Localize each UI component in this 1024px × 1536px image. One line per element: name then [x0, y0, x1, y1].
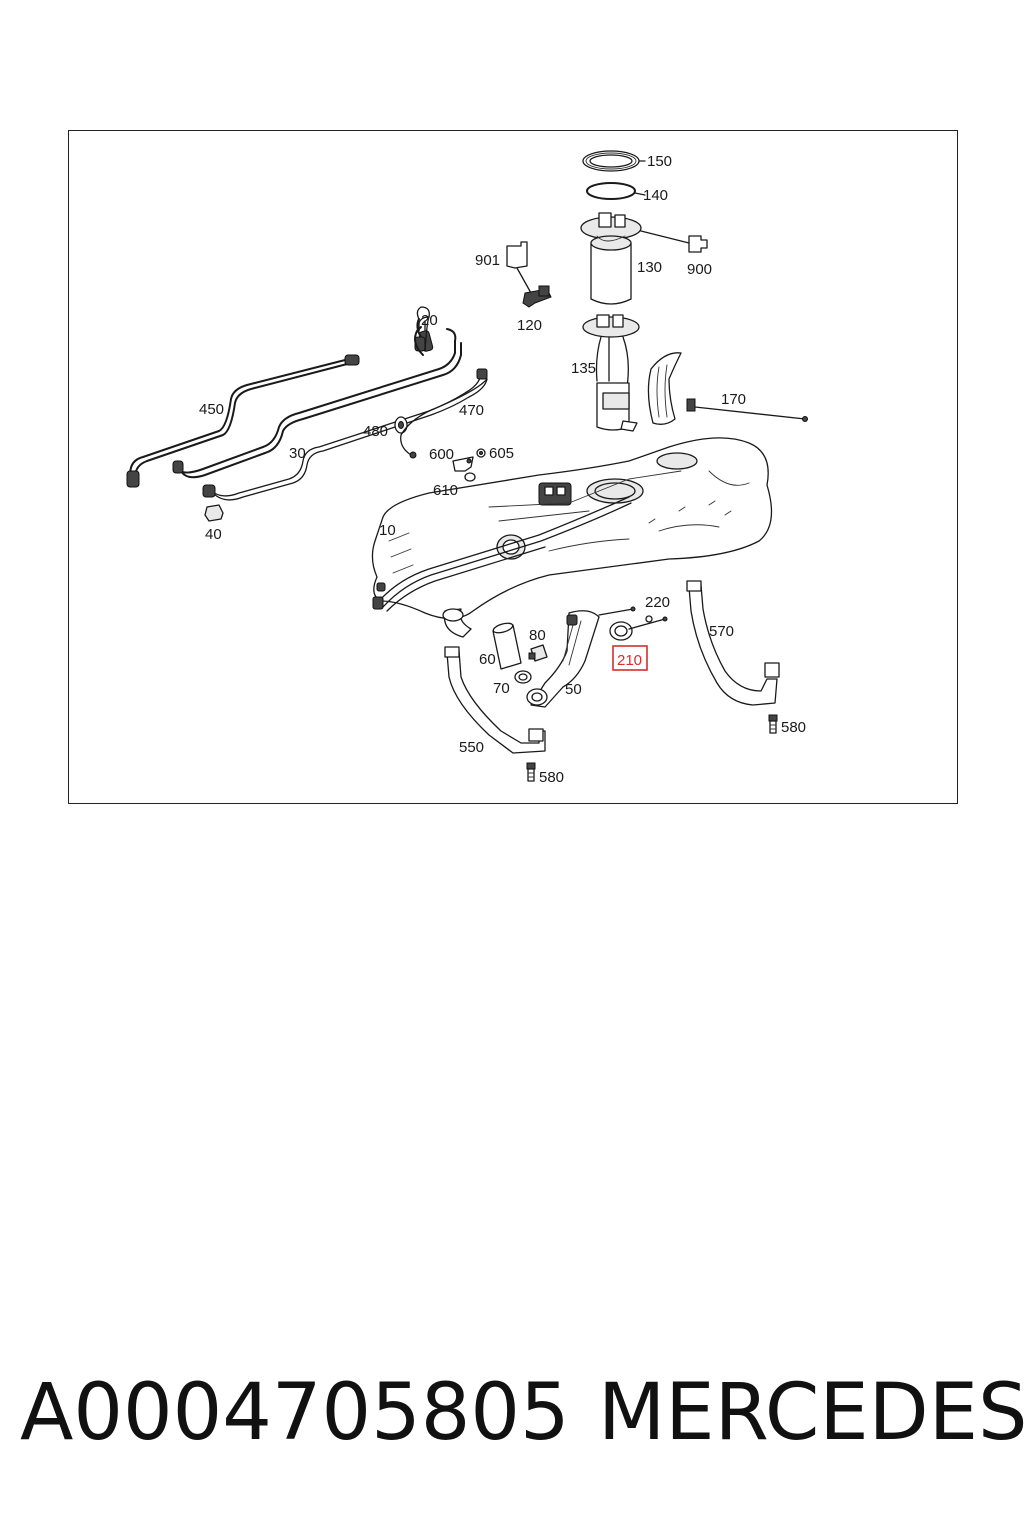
part-50-filler-pipe — [526, 610, 600, 708]
callout-550: 550 — [459, 739, 484, 756]
callout-140: 140 — [643, 187, 668, 204]
callout-480: 480 — [363, 423, 388, 440]
callout-210-highlighted: 210 — [617, 652, 642, 669]
callout-900: 900 — [687, 261, 712, 278]
callout-901: 901 — [475, 252, 500, 269]
callout-10: 10 — [379, 522, 396, 539]
part-40-nut — [204, 504, 224, 522]
callout-30: 30 — [289, 445, 306, 462]
callout-580-right: 580 — [781, 719, 806, 736]
callout-605: 605 — [489, 445, 514, 462]
part-470-vent-line — [400, 378, 488, 459]
fuel-lines-group — [126, 306, 488, 501]
callout-220: 220 — [645, 594, 670, 611]
part-150-locking-ring — [582, 150, 646, 172]
callout-150: 150 — [647, 153, 672, 170]
callout-570: 570 — [709, 623, 734, 640]
part-caption: A0004705805 MERCEDES — [20, 1368, 1024, 1468]
exploded-parts-diagram: 150 140 130 900 901 120 135 170 20 450 4… — [126, 150, 808, 786]
bolt-580-left — [526, 762, 536, 782]
part-60-hose — [492, 622, 522, 670]
brand-name: MERCEDES — [598, 1368, 1024, 1458]
connector-900-icon — [688, 235, 708, 253]
callout-80: 80 — [529, 627, 546, 644]
part-480-grommet — [394, 416, 408, 434]
part-80-clip — [528, 644, 548, 662]
part-600-bracket — [452, 456, 474, 472]
callout-135: 135 — [571, 360, 596, 377]
callout-40: 40 — [205, 526, 222, 543]
part-120-sensor — [522, 285, 552, 308]
callout-70: 70 — [493, 680, 510, 697]
part-605-nut — [476, 448, 486, 458]
callout-170: 170 — [721, 391, 746, 408]
connector-901-icon — [506, 241, 532, 294]
callout-130: 130 — [637, 259, 662, 276]
callout-50: 50 — [565, 681, 582, 698]
callout-600: 600 — [429, 446, 454, 463]
part-610-clip — [464, 472, 476, 482]
part-550-tank-strap — [444, 646, 546, 754]
part-70-clamp — [514, 670, 532, 684]
parts-diagram-frame: 150 140 130 900 901 120 135 170 20 450 4… — [68, 130, 958, 804]
part-130-fuel-pump-module — [580, 212, 690, 305]
part-140-seal-ring — [586, 182, 646, 200]
callout-60: 60 — [479, 651, 496, 668]
callout-20: 20 — [421, 312, 438, 329]
callout-450: 450 — [199, 401, 224, 418]
callout-610: 610 — [433, 482, 458, 499]
part-220-screws — [598, 606, 668, 630]
bolt-580-right — [768, 714, 778, 734]
callout-120: 120 — [517, 317, 542, 334]
part-10-fuel-tank — [371, 437, 773, 638]
part-210-fuel-cap — [609, 621, 633, 641]
callout-580-left: 580 — [539, 769, 564, 786]
part-20-fuel-line — [414, 326, 424, 356]
callout-470: 470 — [459, 402, 484, 419]
part-170-fuel-level-sender — [647, 352, 808, 425]
highlight-box-210 — [612, 645, 648, 671]
part-135-fuel-pump — [582, 314, 640, 432]
part-number: A0004705805 — [20, 1368, 570, 1458]
part-570-tank-strap — [686, 580, 780, 706]
